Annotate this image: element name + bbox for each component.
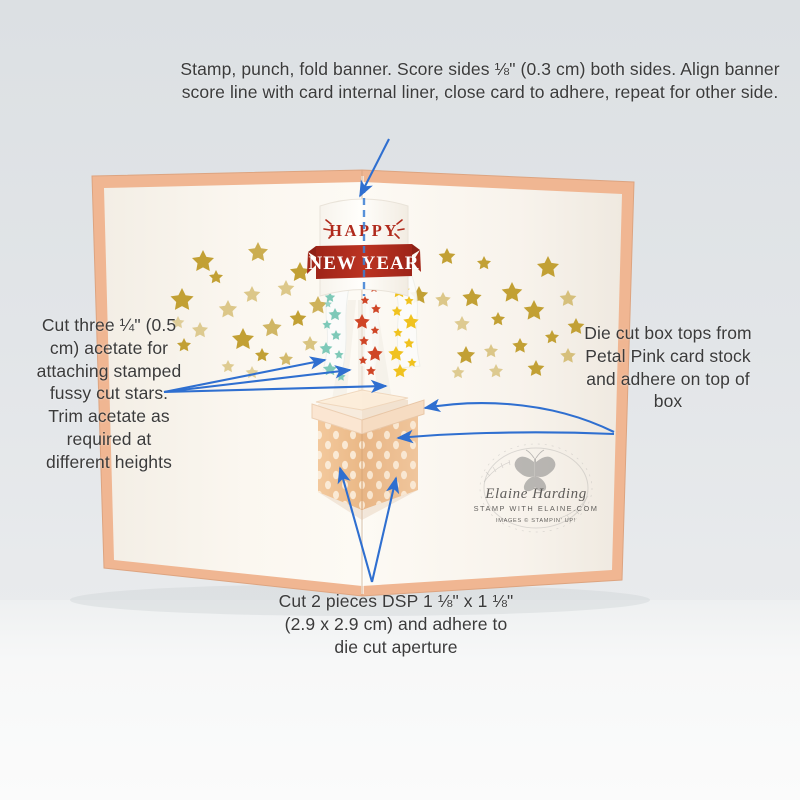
photographer-watermark: Elaine Harding STAMP WITH ELAINE.COM IMA… [470, 438, 602, 542]
watermark-site: STAMP WITH ELAINE.COM [474, 504, 599, 513]
card-right-liner [362, 182, 622, 586]
card-shadow [70, 584, 650, 616]
annotation-left: Cut three ¼" (0.5 cm) acetate for attach… [36, 315, 182, 472]
box-top-flap-back [315, 389, 409, 411]
happy-new-year-banner: HAPPY NEW YEAR [307, 186, 421, 297]
annotation-bottom: Cut 2 pieces DSP 1 ⅛" x 1 ⅛" (2.9 x 2.9 … [278, 591, 514, 657]
photo-table-surface [0, 600, 800, 800]
box-top-flap-right [361, 399, 425, 435]
watermark-credit: IMAGES © STAMPIN' UP! [496, 517, 576, 524]
watermark-name: Elaine Harding [484, 486, 587, 502]
annotation-top: Stamp, punch, fold banner. Score sides ⅛… [180, 59, 780, 102]
banner-line1: HAPPY [329, 221, 399, 240]
butterfly-icon [514, 449, 556, 492]
annotation-right: Die cut box tops from Petal Pink card st… [584, 323, 752, 412]
burst-marks-icon [323, 219, 405, 239]
acetate-strip-yellow [388, 275, 421, 378]
